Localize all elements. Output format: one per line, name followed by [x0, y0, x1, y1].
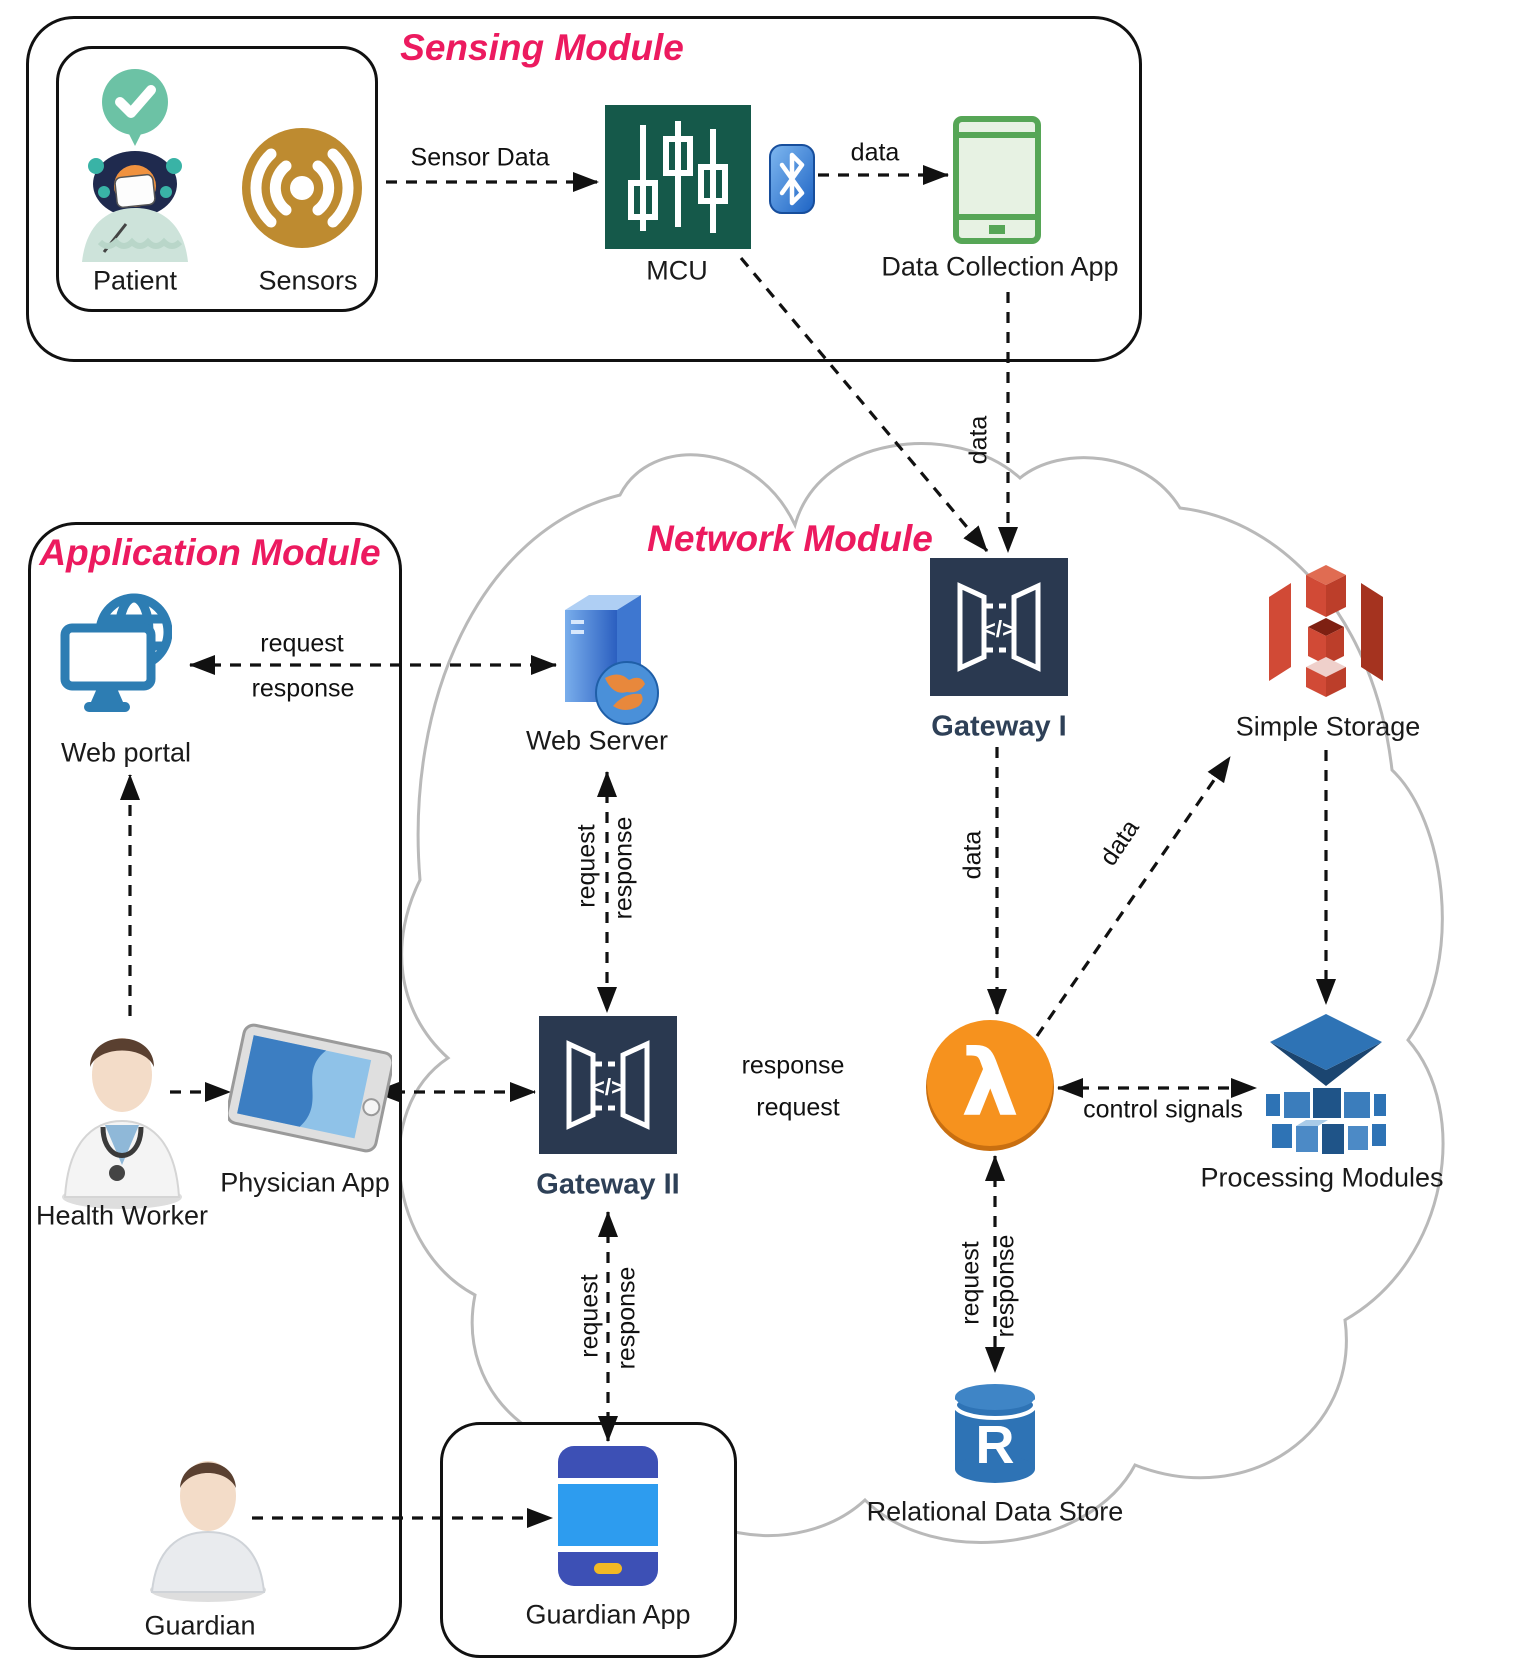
physician-app-label: Physician App: [220, 1167, 390, 1198]
edge-label-gw1-lambda-data: data: [958, 830, 987, 880]
edge-label-lambda-rds-request: request: [956, 1241, 985, 1325]
health-worker-icon: [62, 1038, 182, 1209]
rds-glyph: R: [976, 1415, 1015, 1475]
edge-label-server-gw2-request: request: [572, 824, 601, 908]
edge-label-server-gw2-response: response: [609, 816, 638, 920]
data-collection-app-label: Data Collection App: [881, 251, 1119, 282]
edge-label-gw2-guardian-response: response: [612, 1266, 641, 1370]
edge-label-app-gw1-data: data: [964, 415, 993, 465]
gateway2-icon: </>: [539, 1016, 677, 1154]
guardian-icon: [150, 1461, 266, 1602]
gateway1-icon: </>: [930, 558, 1068, 696]
simple-storage-icon: [1269, 565, 1383, 697]
relational-data-store-icon: R: [953, 1384, 1037, 1483]
arrow-lambda-simplestorage: [1035, 756, 1232, 1037]
sensors-icon: [242, 128, 362, 248]
edge-label-portal-request: request: [260, 629, 344, 658]
relational-data-store-label: Relational Data Store: [866, 1496, 1124, 1527]
web-portal-icon: [60, 593, 172, 712]
gateway2-label: Gateway II: [536, 1168, 680, 1201]
web-server-label: Web Server: [525, 725, 669, 756]
processing-modules-icon: [1266, 1014, 1386, 1154]
web-server-icon: [565, 595, 659, 725]
edge-label-gw2-guardian-request: request: [575, 1274, 604, 1358]
edge-label-gw2-lambda-request: request: [756, 1093, 840, 1122]
processing-modules-label: Processing Modules: [1200, 1162, 1444, 1193]
network-module-title: Network Module: [647, 518, 933, 559]
bluetooth-icon: [769, 144, 815, 214]
guardian-app-icon: [558, 1446, 658, 1586]
lambda-icon: λ: [926, 1020, 1054, 1151]
cloud-outline: [397, 442, 1445, 1544]
edge-label-control-signals: control signals: [1083, 1095, 1243, 1124]
edge-label-sensor-data: Sensor Data: [410, 143, 550, 172]
gateway1-label: Gateway I: [931, 710, 1067, 743]
arrow-mcu-gateway1: [739, 256, 989, 553]
sensing-module-title: Sensing Module: [400, 27, 684, 68]
edge-label-gw2-lambda-response: response: [741, 1051, 845, 1080]
edge-label-bt-data: data: [850, 138, 900, 167]
web-portal-label: Web portal: [60, 737, 192, 768]
patient-label: Patient: [92, 265, 178, 296]
mcu-icon: [605, 105, 751, 249]
guardian-app-label: Guardian App: [525, 1599, 691, 1630]
simple-storage-label: Simple Storage: [1235, 711, 1421, 742]
gateway1-glyph: </>: [982, 616, 1015, 642]
mcu-label: MCU: [646, 255, 708, 286]
gateway2-glyph: </>: [591, 1074, 624, 1100]
application-module-title: Application Module: [39, 532, 381, 573]
guardian-label: Guardian: [144, 1610, 256, 1641]
health-worker-label: Health Worker: [35, 1200, 209, 1231]
sensors-label: Sensors: [258, 265, 358, 296]
edge-label-lambda-rds-response: response: [991, 1234, 1020, 1338]
lambda-glyph: λ: [961, 1030, 1019, 1137]
patient-icon: [82, 69, 188, 262]
data-collection-app-icon: [953, 116, 1041, 244]
edge-label-portal-response: response: [251, 674, 355, 703]
physician-app-icon: [228, 1023, 392, 1153]
